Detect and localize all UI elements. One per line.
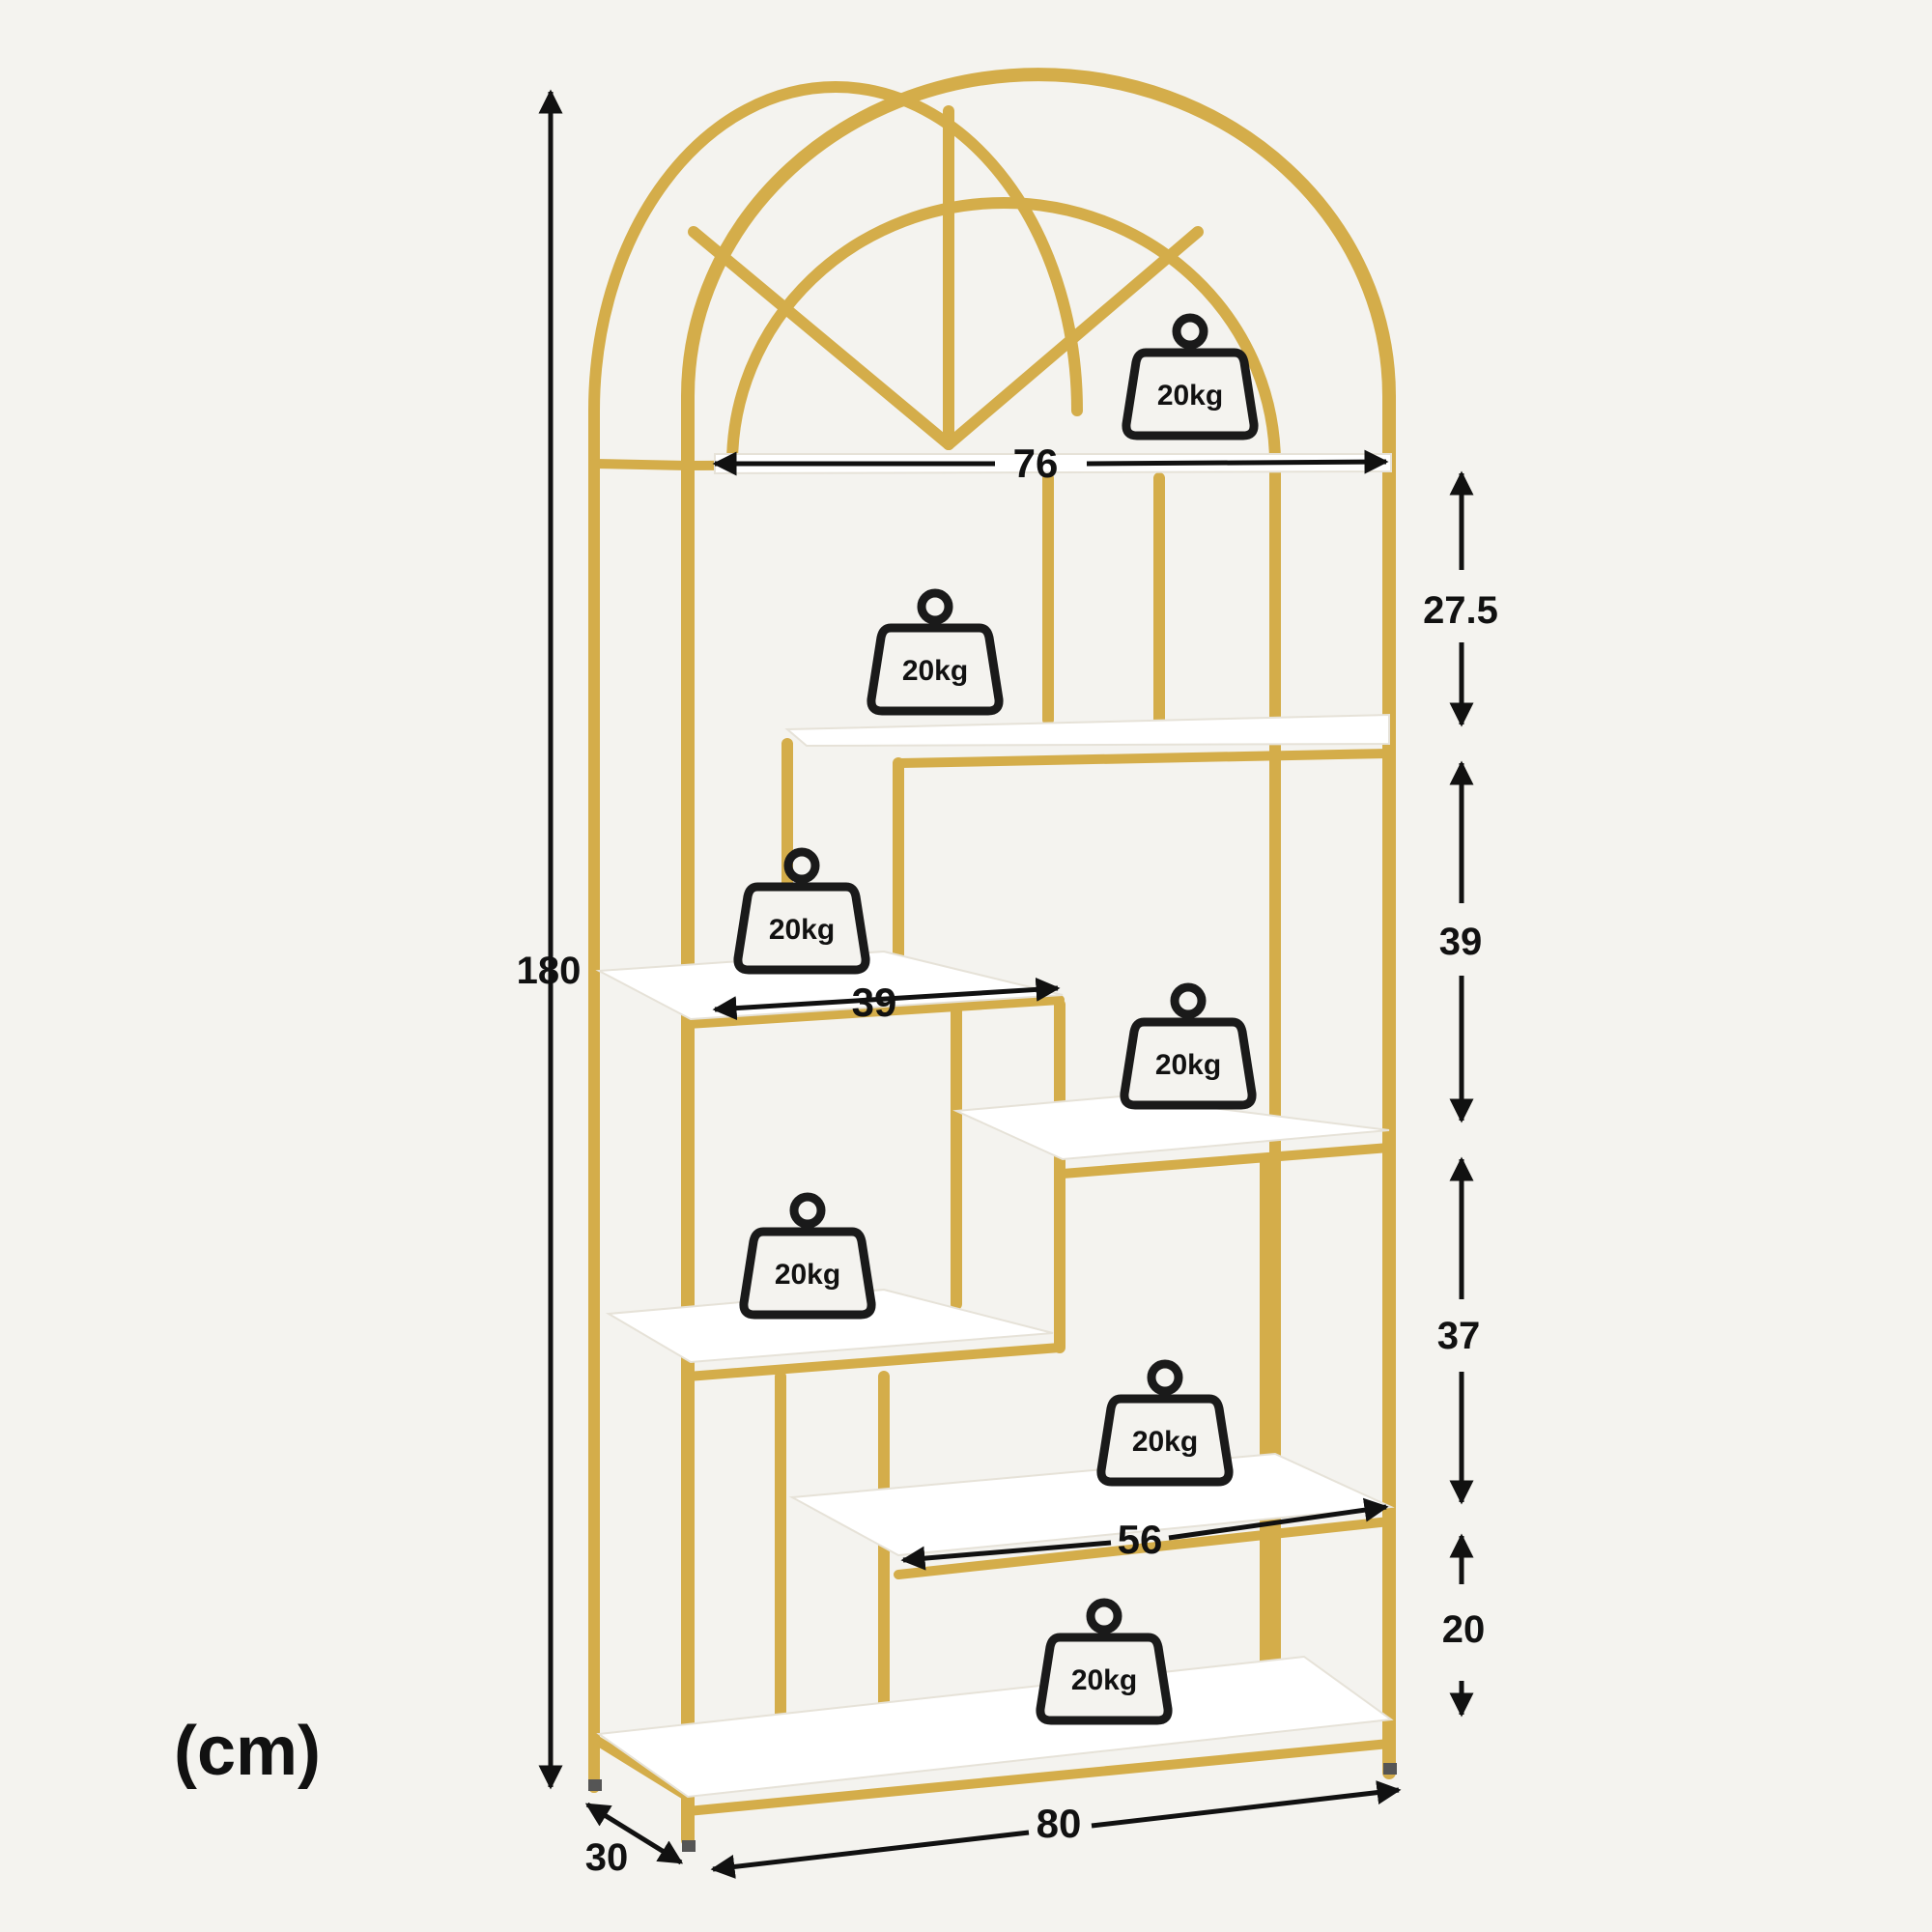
unit-label: (cm) bbox=[174, 1713, 322, 1790]
left-shelf-arrow bbox=[712, 977, 1061, 1021]
bottom-shelf-width-label: 56 bbox=[1118, 1517, 1163, 1562]
weight-icon: 20kg bbox=[871, 593, 999, 711]
weight-label: 20kg bbox=[775, 1259, 840, 1291]
total-height-label: 180 bbox=[517, 950, 582, 992]
shelf-4 bbox=[952, 1094, 1390, 1161]
top-width-label: 76 bbox=[1013, 440, 1059, 486]
weight-label: 20kg bbox=[1132, 1426, 1198, 1458]
bottom-width-arrow-left bbox=[710, 1830, 1030, 1879]
depth-label: 30 bbox=[585, 1836, 629, 1879]
dimension-arrows bbox=[538, 89, 1474, 1879]
gap-27-5-label: 27.5 bbox=[1423, 589, 1498, 632]
weight-label: 20kg bbox=[769, 914, 835, 946]
weight-icon: 20kg bbox=[1040, 1603, 1168, 1720]
left-shelf-width-label: 39 bbox=[852, 980, 897, 1025]
bottom-width-arrow-right bbox=[1091, 1780, 1402, 1829]
weight-icons: 20kg 20kg 20kg 20kg 20kg 20kg 20kg bbox=[738, 318, 1254, 1720]
weight-icon: 20kg bbox=[1124, 987, 1252, 1105]
bottom-width-label: 80 bbox=[1037, 1801, 1082, 1846]
front-inner-arch bbox=[726, 197, 1281, 1725]
depth-arrow bbox=[584, 1802, 684, 1865]
dimension-labels: 180 76 39 56 80 30 27.5 39 37 20 bbox=[517, 440, 1498, 1879]
gap-39-label: 39 bbox=[1439, 921, 1483, 963]
weight-label: 20kg bbox=[1155, 1049, 1221, 1081]
weight-icon: 20kg bbox=[738, 852, 866, 970]
weight-icon: 20kg bbox=[744, 1197, 871, 1315]
bookshelf-frame bbox=[588, 68, 1397, 1852]
shelf-bottom bbox=[596, 1655, 1394, 1799]
back-arch bbox=[588, 81, 1083, 1793]
shelf-56-arrow-right bbox=[1168, 1497, 1389, 1541]
shelf-2 bbox=[784, 713, 1390, 748]
weight-label: 20kg bbox=[1071, 1664, 1137, 1696]
weight-label: 20kg bbox=[1157, 380, 1223, 412]
shelf-56-arrow-left bbox=[900, 1540, 1112, 1571]
weight-icon: 20kg bbox=[1101, 1364, 1229, 1482]
top-width-arrow-right bbox=[1086, 449, 1389, 474]
right-diagonal bbox=[943, 226, 1204, 450]
gap-20-label: 20 bbox=[1442, 1608, 1486, 1651]
gap-37-label: 37 bbox=[1437, 1315, 1481, 1357]
weight-icon: 20kg bbox=[1126, 318, 1254, 436]
weight-label: 20kg bbox=[902, 655, 968, 687]
left-diagonal bbox=[688, 226, 954, 450]
